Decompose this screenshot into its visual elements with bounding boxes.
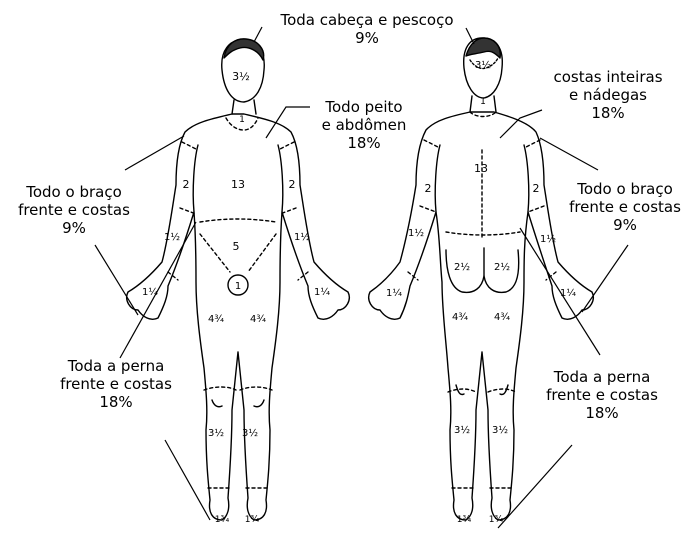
front-label-thigh-right: 4¾ (250, 314, 266, 325)
front-label-upper-arm-left: 2 (183, 178, 190, 191)
front-label-trunk: 13 (231, 178, 245, 191)
callout-arm-right: Todo o braço frente e costas 9% (556, 180, 694, 234)
front-label-lower-abdomen: 5 (233, 240, 240, 253)
front-hair (223, 38, 265, 61)
leader-lines (94, 26, 629, 529)
callout-leg-left-line1: Toda a perna (67, 357, 165, 375)
callout-leg-right-line2: frente e costas (546, 386, 658, 404)
callout-arm-right-line2: frente e costas (569, 198, 681, 216)
front-label-upper-arm-right: 2 (289, 178, 296, 191)
callout-back-buttocks-line3: 18% (591, 104, 625, 122)
back-label-forearm-left: 1½ (408, 227, 424, 239)
callout-chest-abdomen: Todo peito e abdômen 18% (310, 98, 418, 152)
front-label-genitals: 1 (235, 281, 241, 292)
callout-back-buttocks-line1: costas inteiras (553, 68, 663, 86)
callout-leg-right: Toda a perna frente e costas 18% (532, 368, 672, 422)
callout-arm-left-line2: frente e costas (18, 201, 130, 219)
front-label-neck: 1 (239, 115, 245, 125)
callout-leg-left: Toda a perna frente e costas 18% (46, 357, 186, 411)
back-label-upper-arm-left: 2 (425, 182, 432, 195)
front-label-hand-right: 1¼ (314, 286, 330, 298)
callout-chest-abdomen-line2: e abdômen (321, 116, 407, 134)
callout-head-neck-line1: Toda cabeça e pescoço (280, 11, 454, 29)
front-label-forearm-right: 1½ (294, 231, 310, 243)
front-body-outline (126, 113, 350, 521)
back-label-foot-left: 1¾ (457, 515, 472, 525)
back-label-buttock-left: 2½ (454, 261, 470, 273)
callout-arm-right-line1: Todo o braço (577, 180, 673, 198)
front-label-leg-left: 3½ (208, 427, 224, 439)
back-label-buttock-right: 2½ (494, 261, 510, 273)
callout-leg-right-line1: Toda a perna (553, 368, 651, 386)
back-label-head: 3½ (475, 59, 491, 71)
front-figure (126, 38, 350, 521)
back-label-foot-right: 1¾ (489, 515, 504, 525)
callout-leg-left-line2: frente e costas (60, 375, 172, 393)
back-label-forearm-right: 1½ (540, 233, 556, 245)
callout-arm-left-line3: 9% (62, 219, 86, 237)
back-label-thigh-right: 4¾ (494, 312, 510, 323)
back-label-leg-left: 3½ (454, 424, 470, 436)
callout-leg-right-line3: 18% (585, 404, 619, 422)
back-label-hand-right: 1¼ (560, 287, 576, 299)
front-label-foot-right: 1¾ (245, 515, 260, 525)
callout-back-buttocks-line2: e nádegas (569, 86, 647, 104)
front-label-leg-right: 3½ (242, 427, 258, 439)
back-label-trunk: 13 (474, 162, 488, 175)
front-label-forearm-left: 1½ (164, 231, 180, 243)
callout-arm-left: Todo o braço frente e costas 9% (4, 183, 144, 237)
callout-head-neck-line2: 9% (355, 29, 379, 47)
front-label-thigh-left: 4¾ (208, 314, 224, 325)
callout-arm-right-line3: 9% (613, 216, 637, 234)
back-label-upper-arm-right: 2 (533, 182, 540, 195)
back-label-leg-right: 3½ (492, 424, 508, 436)
callout-back-buttocks: costas inteiras e nádegas 18% (538, 68, 678, 122)
front-label-foot-left: 1¾ (215, 515, 230, 525)
front-label-hand-left: 1¼ (142, 286, 158, 298)
back-label-neck: 1 (480, 97, 486, 107)
callout-chest-abdomen-line3: 18% (347, 134, 381, 152)
callout-leg-left-line3: 18% (99, 393, 133, 411)
callout-arm-left-line1: Todo o braço (26, 183, 122, 201)
front-label-head: 3½ (232, 70, 250, 83)
front-region-labels: 3½ 1 13 2 2 1½ 1½ 1¼ 1¼ 5 1 4¾ 4¾ 3½ 3½ … (142, 70, 330, 525)
back-label-hand-left: 1¼ (386, 287, 402, 299)
back-label-thigh-left: 4¾ (452, 312, 468, 323)
callout-head-neck: Toda cabeça e pescoço 9% (262, 11, 472, 47)
callout-chest-abdomen-line1: Todo peito (325, 98, 403, 116)
back-region-labels: 3½ 1 13 2 2 1½ 1½ 1¼ 1¼ 2½ 2½ 4¾ 4¾ 3½ 3… (386, 59, 576, 525)
